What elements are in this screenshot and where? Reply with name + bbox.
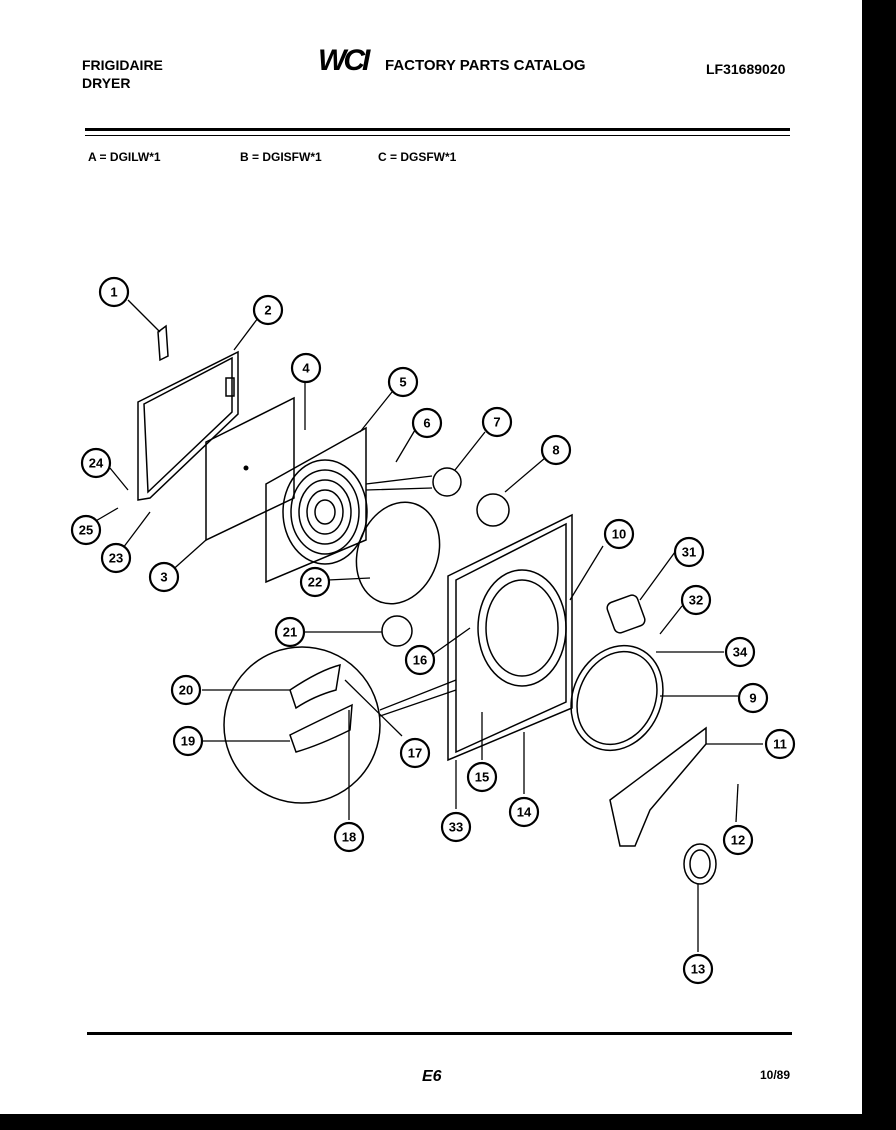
callout-9: 9	[737, 682, 769, 714]
rear-bulkhead-part	[265, 426, 368, 584]
callout-7: 7	[481, 406, 513, 438]
callout-15: 15	[466, 761, 498, 793]
svg-text:34: 34	[733, 645, 748, 660]
callout-14: 14	[508, 796, 540, 828]
svg-text:4: 4	[302, 361, 310, 376]
header-rule-thin	[85, 135, 790, 136]
svg-text:6: 6	[423, 416, 430, 431]
bearing-part	[432, 467, 462, 497]
brand-name: FRIGIDAIRE	[82, 57, 163, 73]
callout-33: 33	[440, 811, 472, 843]
callout-2: 2	[252, 294, 284, 326]
svg-text:5: 5	[399, 375, 406, 390]
catalog-part-number: LF31689020	[706, 61, 786, 77]
svg-text:2: 2	[264, 303, 271, 318]
callout-1: 1	[98, 276, 130, 308]
exploded-parts-diagram: 1 2 3 4 5 6 7 8 9 10 11 12 13 14 15 16 1…	[70, 276, 796, 985]
felt-pad-part	[476, 493, 510, 527]
svg-text:23: 23	[109, 551, 123, 566]
callout-24: 24	[80, 447, 112, 479]
callout-21: 21	[274, 616, 306, 648]
product-type: DRYER	[82, 75, 131, 91]
callout-6: 6	[411, 407, 443, 439]
svg-text:10: 10	[612, 527, 626, 542]
svg-text:22: 22	[308, 575, 322, 590]
svg-text:18: 18	[342, 830, 356, 845]
callout-22: 22	[299, 566, 331, 598]
model-b: B = DGISFW*1	[240, 150, 322, 164]
callout-23: 23	[100, 542, 132, 574]
footer-rule	[87, 1032, 792, 1035]
svg-text:15: 15	[475, 770, 489, 785]
glide-part	[381, 615, 413, 647]
svg-text:20: 20	[179, 683, 193, 698]
svg-text:7: 7	[493, 415, 500, 430]
svg-text:1: 1	[110, 285, 117, 300]
detail-inset	[223, 646, 381, 804]
catalog-page: FRIGIDAIRE DRYER WCI FACTORY PARTS CATAL…	[0, 0, 862, 1114]
callout-13: 13	[682, 953, 714, 985]
svg-text:31: 31	[682, 545, 696, 560]
exhaust-duct-part	[609, 726, 707, 847]
svg-text:8: 8	[552, 443, 559, 458]
duct-ring-part	[683, 843, 717, 885]
callout-25: 25	[70, 514, 102, 546]
callout-10: 10	[603, 518, 635, 550]
page-code: E6	[422, 1068, 442, 1085]
svg-text:9: 9	[749, 691, 756, 706]
svg-text:17: 17	[408, 746, 422, 761]
svg-text:3: 3	[160, 570, 167, 585]
callout-4: 4	[290, 352, 322, 384]
door-seal-part	[570, 644, 664, 752]
svg-text:14: 14	[517, 805, 532, 820]
callout-17: 17	[399, 737, 431, 769]
callout-5: 5	[387, 366, 419, 398]
rear-panel-part	[137, 350, 239, 501]
svg-text:16: 16	[413, 653, 427, 668]
model-a: A = DGILW*1	[88, 150, 161, 164]
svg-text:24: 24	[89, 456, 104, 471]
callout-16: 16	[404, 644, 436, 676]
clip-part	[157, 324, 169, 362]
catalog-title: FACTORY PARTS CATALOG	[385, 57, 586, 74]
wci-logo: WCI	[318, 44, 370, 77]
callout-31: 31	[673, 536, 705, 568]
callout-12: 12	[722, 824, 754, 856]
header-rule	[85, 128, 790, 131]
callout-8: 8	[540, 434, 572, 466]
callout-19: 19	[172, 725, 204, 757]
callout-11: 11	[764, 728, 796, 760]
model-c: C = DGSFW*1	[378, 150, 457, 164]
svg-text:19: 19	[181, 734, 195, 749]
svg-text:11: 11	[773, 737, 787, 752]
svg-text:21: 21	[283, 625, 297, 640]
catalog-date: 10/89	[760, 1068, 791, 1082]
rear-seal-ring-part	[355, 501, 441, 605]
callout-20: 20	[170, 674, 202, 706]
callout-3: 3	[148, 561, 180, 593]
filter-housing-part	[606, 594, 646, 634]
front-bulkhead-part	[447, 513, 573, 762]
callout-32: 32	[680, 584, 712, 616]
insulation-sheet-part	[205, 396, 295, 542]
svg-text:13: 13	[691, 962, 705, 977]
svg-text:25: 25	[79, 523, 93, 538]
svg-text:33: 33	[449, 820, 463, 835]
callout-18: 18	[333, 821, 365, 853]
callout-34: 34	[724, 636, 756, 668]
svg-text:12: 12	[731, 833, 745, 848]
svg-text:32: 32	[689, 593, 703, 608]
